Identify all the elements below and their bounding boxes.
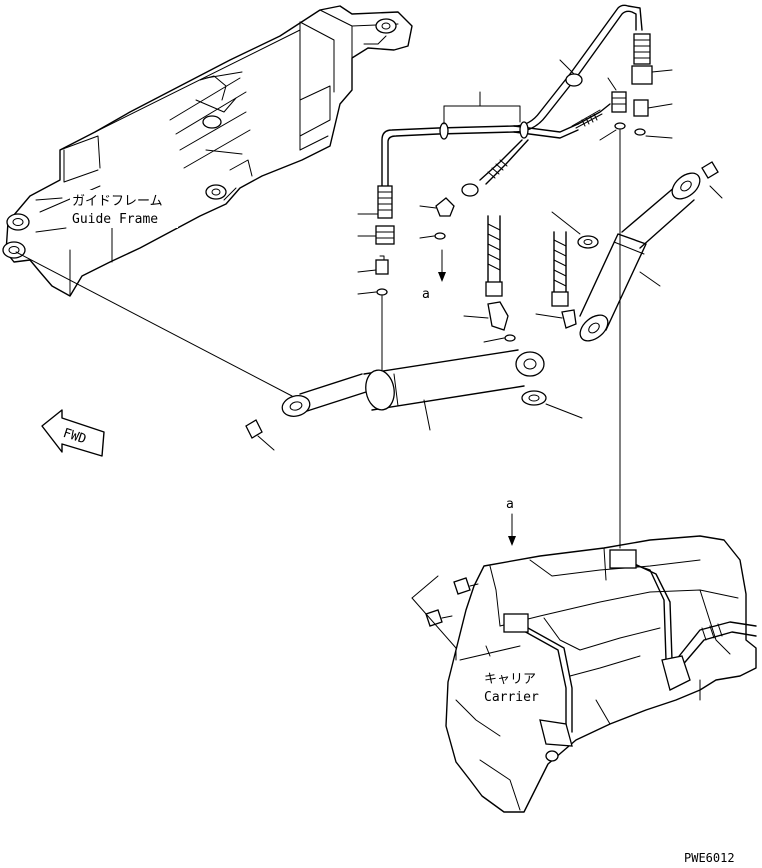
guide-frame-en-label: Guide Frame	[72, 212, 158, 227]
lower-hydraulic-cylinder	[245, 349, 583, 451]
hydraulic-piping	[357, 4, 673, 371]
drawing-code: PWE6012	[684, 851, 735, 865]
carrier-label: キャリア Carrier	[478, 664, 548, 705]
mounting-reference-line	[15, 251, 293, 397]
guide-frame-jp-label: ガイドフレーム	[72, 194, 163, 209]
fwd-arrow-icon: FWD	[41, 409, 105, 457]
svg-text:a: a	[506, 497, 514, 512]
right-hydraulic-cylinder	[579, 161, 723, 342]
hose-assemblies	[463, 211, 599, 343]
carrier-assembly	[411, 535, 757, 813]
carrier-jp-label: キャリア	[484, 672, 536, 687]
carrier-en-label: Carrier	[484, 690, 539, 705]
guide-frame-assembly	[2, 5, 413, 297]
guide-frame-label: ガイドフレーム Guide Frame	[70, 190, 178, 228]
svg-text:a: a	[422, 287, 430, 302]
view-marker-upper: a	[422, 249, 446, 302]
fwd-label: FWD	[61, 426, 88, 448]
view-marker-lower: a	[506, 497, 516, 546]
